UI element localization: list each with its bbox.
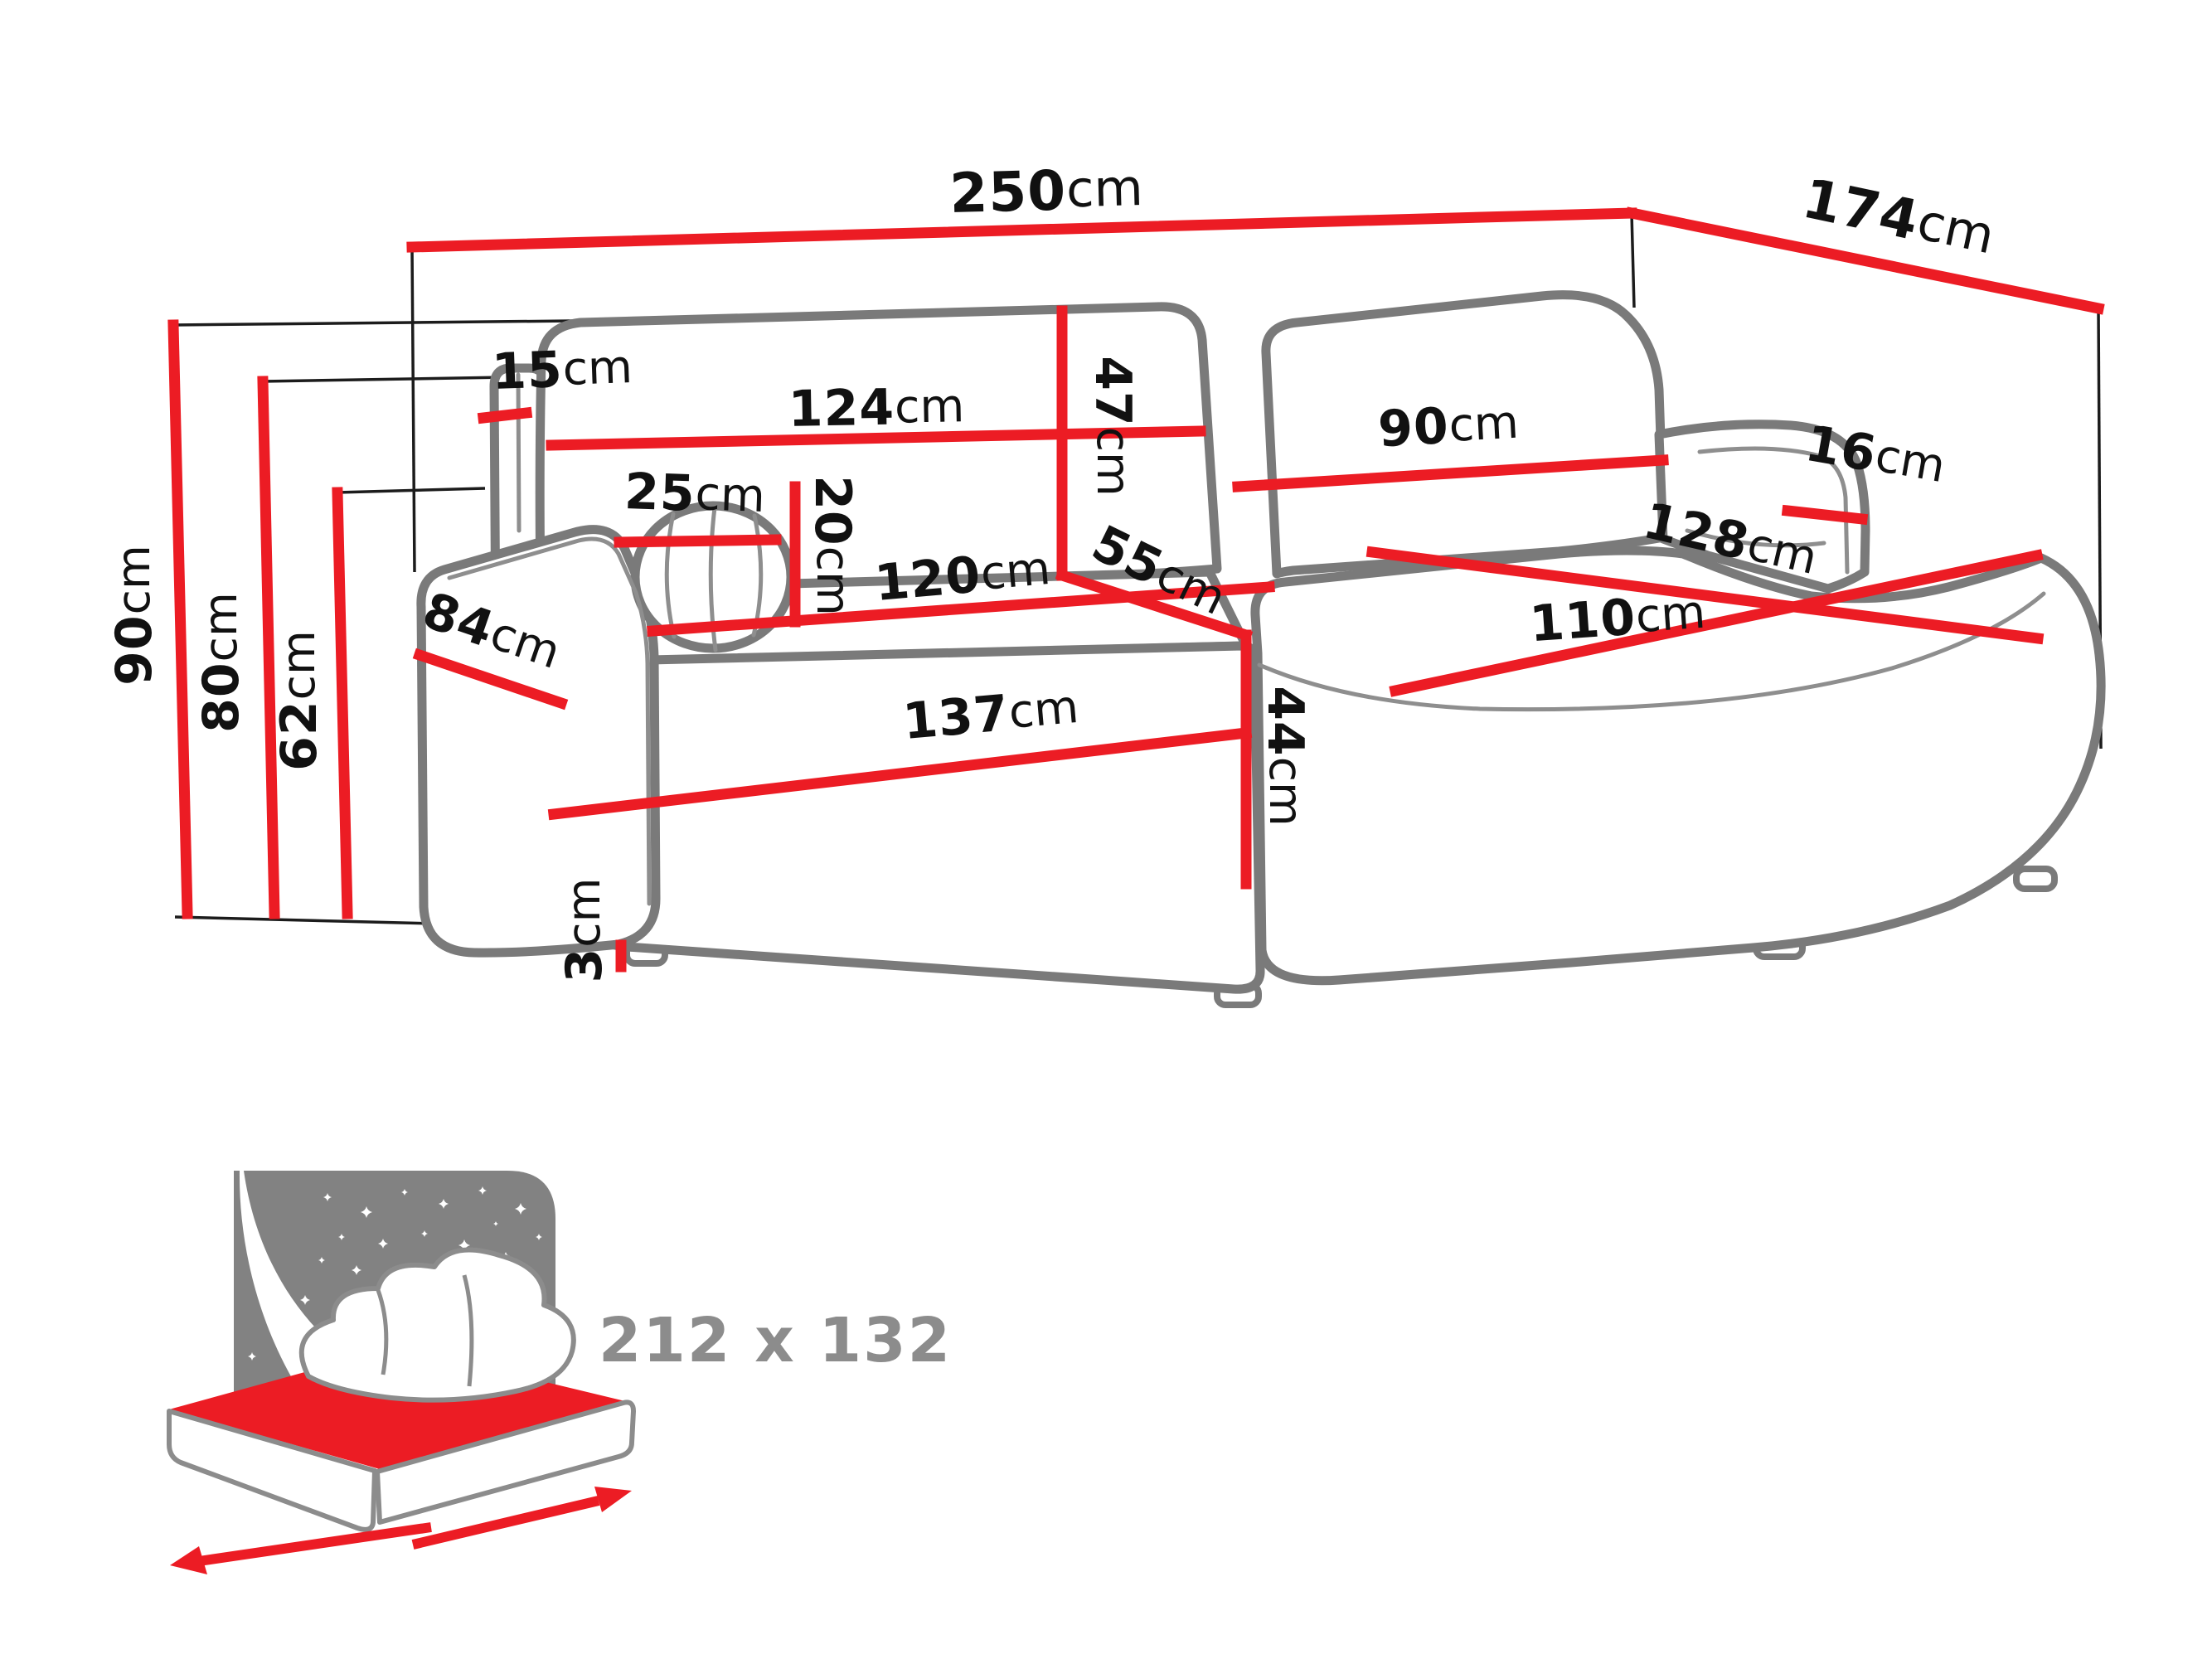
- dim-total-height-label: 90cm: [105, 545, 163, 686]
- star-icon: [401, 1189, 408, 1196]
- dimension-lines: [167, 206, 2105, 973]
- sofa-drawing: [416, 290, 2106, 1008]
- star-icon: [378, 1239, 388, 1249]
- dim-total-width-line: [406, 207, 1637, 253]
- size-arrows: [170, 1487, 632, 1574]
- dim-base-height-label: 44cm: [1256, 686, 1314, 827]
- star-icon: [515, 1203, 526, 1215]
- dim-right-armrest-label: 16cm: [1801, 415, 1949, 496]
- dim-backrest-width-label: 124cm: [788, 377, 965, 439]
- star-icon: [458, 1239, 470, 1251]
- dim-right-backrest-line: [1232, 454, 1669, 492]
- pillow-seam-left: [664, 512, 677, 639]
- star-icon: [338, 1234, 345, 1240]
- left-armrest-front-edge: [633, 590, 652, 906]
- dim-armrest-depth-line: [412, 648, 569, 711]
- right-armrest: [1654, 420, 1870, 594]
- star-icon: [439, 1199, 449, 1209]
- chaise-body: [1250, 546, 2106, 986]
- left-armrest-top-edge: [447, 536, 638, 595]
- dim-pillow-height-label: 20cm: [803, 475, 861, 616]
- right-armrest-front-edge: [1685, 528, 1826, 548]
- sleeping-size-label: 212 x 132: [599, 1305, 952, 1376]
- duvet-seam-left: [376, 1289, 389, 1375]
- dim-wing-width-label: 15cm: [491, 338, 633, 401]
- mattress-side-right: [375, 1399, 636, 1525]
- ext-line-total-width-left: [410, 246, 416, 573]
- dim-right-armrest-line: [1781, 504, 1869, 526]
- dim-seat-depth-line: [1055, 568, 1254, 643]
- ext-line-corner: [1630, 212, 1636, 308]
- dim-pillow-diameter-label: 25cm: [623, 463, 766, 526]
- ext-line-total-height-top: [172, 319, 573, 327]
- dim-pillow-diameter-line: [614, 534, 782, 548]
- star-icon: [493, 1221, 498, 1226]
- ext-line-armrest-height-top: [337, 487, 486, 494]
- star-icon: [478, 1186, 487, 1195]
- dim-wing-width-line: [477, 406, 533, 424]
- length-arrow-head-icon: [594, 1487, 632, 1512]
- star-icon: [300, 1295, 310, 1305]
- width-arrow-shaft: [198, 1522, 432, 1566]
- star-icon: [361, 1206, 372, 1218]
- dim-total-height-line: [167, 319, 193, 919]
- duvet-pillows: [298, 1247, 576, 1403]
- dim-base-width-line: [547, 726, 1253, 821]
- dim-seat-width-line: [647, 581, 1275, 637]
- mattress-side-left: [167, 1409, 377, 1532]
- dim-chaise-length-line: [1366, 546, 2045, 645]
- dim-base-width-label: 137cm: [900, 678, 1081, 751]
- sleeping-function-icon: 212 x 132: [167, 1171, 952, 1574]
- dim-right-backrest-label: 90cm: [1376, 394, 1520, 459]
- foot-chaise-right: [2013, 866, 2058, 892]
- ext-line-wing-height-top: [262, 376, 507, 383]
- chaise-seat-edge: [1257, 591, 2046, 712]
- star-icon: [536, 1234, 542, 1240]
- left-armrest: [416, 525, 661, 958]
- star-icon: [421, 1230, 428, 1237]
- dim-chaise-width-label: 110cm: [1528, 584, 1708, 654]
- dim-armrest-height-line: [332, 487, 353, 919]
- dim-leg-height-label: 3cm: [555, 878, 614, 983]
- duvet-seam-right: [462, 1274, 474, 1387]
- right-armrest-roll-edge: [1697, 446, 1850, 575]
- width-arrow-head-icon: [170, 1546, 207, 1574]
- dim-backrest-width-line: [546, 425, 1206, 451]
- extension-lines: [172, 212, 2103, 926]
- star-icon: [318, 1257, 325, 1264]
- length-arrow-shaft: [411, 1496, 600, 1550]
- dim-wing-height-line: [257, 376, 280, 919]
- pillow-seam-middle: [708, 505, 718, 652]
- dim-wing-height-label: 80cm: [192, 592, 250, 733]
- star-icon: [352, 1265, 361, 1275]
- dim-total-depth-line: [1625, 206, 2105, 315]
- wing-seam: [516, 372, 521, 533]
- dim-total-width-label: 250cm: [948, 156, 1143, 225]
- dim-seat-width-label: 120cm: [872, 540, 1053, 613]
- star-icon: [323, 1193, 332, 1201]
- ext-line-floor: [174, 915, 465, 926]
- dim-armrest-height-label: 62cm: [270, 630, 328, 771]
- moon-crescent-icon: [239, 1171, 393, 1392]
- dim-backrest-height-label: 47cm: [1084, 356, 1142, 497]
- dim-chaise-width-line: [1389, 549, 2044, 697]
- star-icon: [248, 1352, 256, 1361]
